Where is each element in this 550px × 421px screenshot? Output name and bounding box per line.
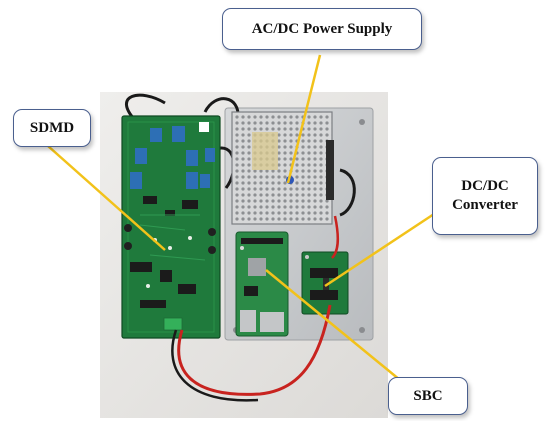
- callout-ac-dc-power-supply: AC/DC Power Supply: [222, 8, 422, 50]
- black-cable: [125, 93, 166, 122]
- sbc-board: [235, 231, 289, 337]
- callout-dc-dc-converter: DC/DC Converter: [432, 157, 538, 235]
- leader-line-ac-dc: [286, 54, 322, 184]
- callout-sdmd: SDMD: [13, 109, 91, 147]
- callout-label: SDMD: [29, 119, 75, 136]
- black-cable: [339, 168, 356, 217]
- ac-dc-power-supply: [231, 111, 334, 225]
- leader-line-sbc: [265, 269, 401, 381]
- red-cable: [177, 304, 332, 396]
- callout-label: SBC: [413, 387, 443, 404]
- plate-screw: [359, 119, 365, 125]
- callout-sbc: SBC: [388, 377, 468, 415]
- callout-label-line1: DC/DC: [461, 178, 509, 195]
- black-cable: [171, 329, 259, 402]
- callout-label-line2: Converter: [452, 197, 518, 213]
- callout-label: AC/DC Power Supply: [251, 20, 393, 37]
- red-cable: [331, 215, 340, 259]
- leader-line-sdmd: [47, 145, 166, 251]
- leader-line-dc-dc: [324, 212, 435, 288]
- plate-screw: [359, 327, 365, 333]
- sdmd-pcb: [121, 115, 221, 339]
